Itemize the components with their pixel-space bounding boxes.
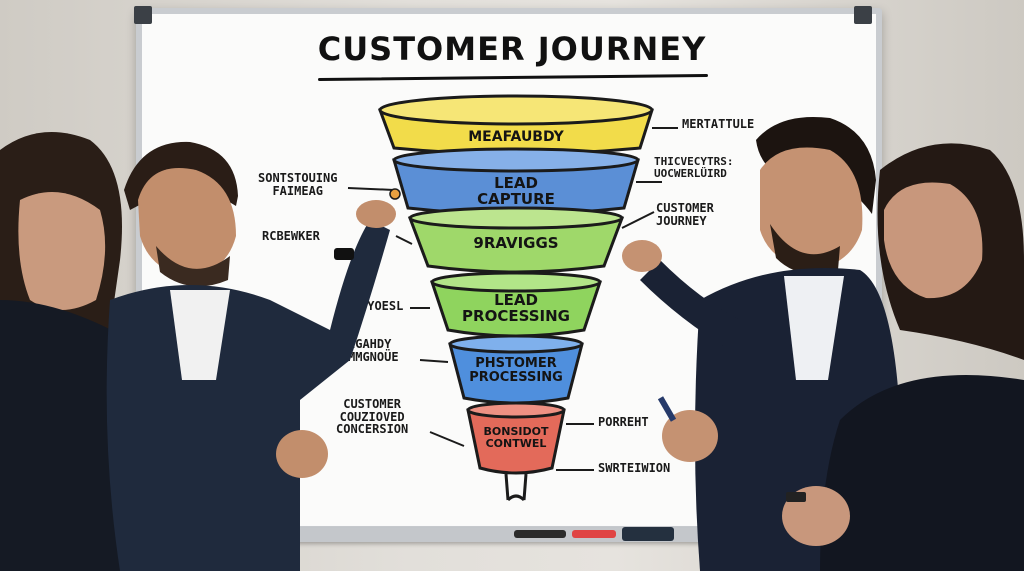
marker-red	[572, 530, 616, 538]
funnel-tier-1	[377, 94, 654, 156]
left-arrows	[347, 187, 465, 447]
stage-label-6: BONSIDOT CONTWEL	[483, 425, 549, 450]
stage-label-4: LEAD PROCESSING	[462, 291, 570, 325]
annotation-left-3: JYOESL	[360, 299, 404, 313]
annotation-right-5: SWRTEIWION	[598, 461, 671, 475]
annotation-left-2: RCBEWKER	[262, 229, 320, 243]
annotation-left-5: CUSTOMER COUZIOVED CONCERSION	[336, 397, 409, 437]
board-corner-right	[854, 6, 872, 24]
funnel-tier-6	[466, 401, 566, 475]
annotation-right-4: PORREHT	[598, 415, 649, 429]
annotation-right-1: MERTATTULE	[682, 117, 755, 131]
stage-label-2: LEAD CAPTURE	[477, 174, 555, 208]
eraser	[622, 527, 674, 541]
marker-black	[514, 530, 566, 538]
funnel-tier-4	[429, 271, 603, 338]
stage-label-3: 9RAVIGGS	[473, 234, 559, 252]
funnel-tier-3	[407, 206, 625, 274]
man-left	[106, 141, 396, 571]
woman-right	[782, 143, 1024, 571]
funnel-tier-5	[448, 334, 584, 405]
annotation-left-4: EGAHDY MMGNOÜE	[348, 337, 399, 364]
stage-label-1: MEAFAUBDY	[468, 129, 564, 145]
annotation-left-1: SONTSTOUING FAIMEAG	[258, 171, 338, 198]
right-arrows	[556, 127, 678, 471]
board-corner-left	[134, 6, 152, 24]
annotation-right-2: THICVECYTRS: UOCWERLÜIRD	[654, 155, 734, 180]
stage-label-5: PHSTOMER PROCESSING	[469, 356, 563, 385]
annotation-right-3: CUSTOMER JOURNEY	[656, 201, 714, 228]
board-title: CUSTOMER JOURNEY	[317, 30, 707, 68]
